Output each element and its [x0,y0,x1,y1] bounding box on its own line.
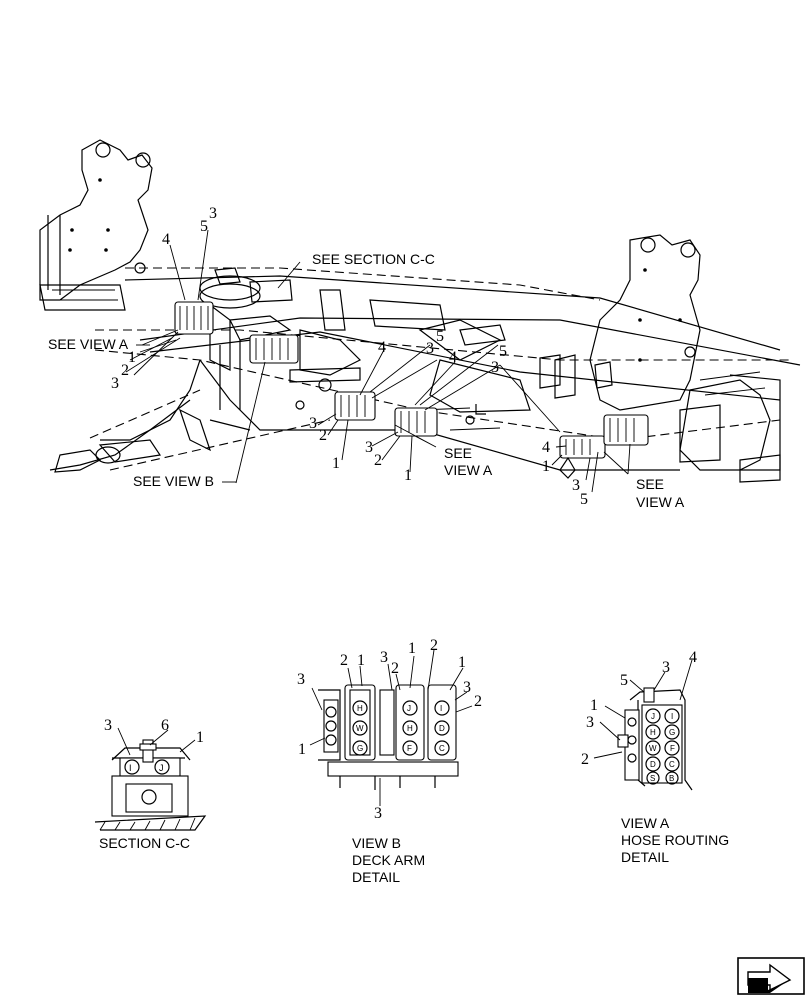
clip-letter: I [440,704,442,713]
clip-letter: G [669,728,675,737]
callout-number: 2 [319,427,327,444]
callout-number: 3 [309,415,317,432]
callout-number: 3 [463,679,471,696]
see-section-cc-label: SEE SECTION C-C [312,251,435,267]
callout-number: 3 [662,659,670,676]
callout-number: 2 [121,362,129,379]
callout-number: 1 [332,455,340,472]
callout-number: 1 [458,654,466,671]
callout-number: 1 [128,349,136,366]
clip-letter: S [650,774,655,783]
view-b-title-line3: DETAIL [352,869,400,885]
clip-letter: I [671,712,673,721]
main-assembly-view: SEE SECTION C-C SEE VIEW A SEE VIEW B SE… [39,139,801,510]
view-b-title-line1: VIEW B [352,835,401,851]
hose-clamp-cluster-mid-b [394,407,438,437]
hose-clamp-cluster-deck-arm [249,334,299,364]
callout-number: 2 [474,693,482,710]
callout-number: 2 [430,637,438,654]
callout-number: 3 [209,205,217,222]
callout-number: 5 [580,491,588,508]
view-a-title-line1: VIEW A [621,815,670,831]
callout-number: 1 [542,458,550,475]
callout-number: 3 [572,477,580,494]
clip-letter: W [649,744,657,753]
callout-number: 1 [196,729,204,746]
callout-number: 1 [408,640,416,657]
clip-letter: J [159,763,164,773]
section-cc-detail: I J 3 6 1 SECTION C-C [94,717,207,851]
clip-letter: H [650,728,656,737]
callout-number: 2 [374,452,382,469]
clip-letter: H [357,704,363,713]
callout-number: 5 [200,218,208,235]
right-mounting-bracket [589,234,781,483]
hose-clamp-cluster-right-a [559,435,606,479]
see-view-a-label-right-line1: SEE [636,476,664,492]
callout-number: 1 [298,741,306,758]
clip-letter: I [129,763,132,773]
see-view-a-label-right-line2: VIEW A [636,494,685,510]
hose-routing-lines [89,267,790,471]
view-b-title-line2: DECK ARM [352,852,425,868]
callout-number: 4 [689,649,697,666]
next-page-arrow-icon[interactable] [737,957,805,995]
see-view-b-label: SEE VIEW B [133,473,214,489]
callout-number: 4 [378,339,386,356]
clip-letter: F [670,744,675,753]
callout-number: 3 [297,671,305,688]
clip-letter: G [357,744,363,753]
see-view-a-label-left: SEE VIEW A [48,336,129,352]
clip-letter: H [407,724,413,733]
callout-number: 3 [374,805,382,822]
callout-number: 2 [340,652,348,669]
clip-letter: C [669,760,675,769]
callout-number: 5 [620,672,628,689]
view-b-detail: H W G J H F I D C 3 2 1 3 2 1 2 1 3 2 1 … [297,637,482,885]
view-a-title-line3: DETAIL [621,849,669,865]
clip-letter: J [407,704,411,713]
callout-number: 4 [162,231,170,248]
clip-letter: W [356,724,364,733]
callout-number: 4 [542,439,550,456]
callout-number: 3 [365,439,373,456]
clip-letter: D [439,724,445,733]
clip-letter: J [651,712,655,721]
clip-letter: B [669,774,674,783]
hose-clamp-cluster-right-b [603,414,649,446]
callout-number: 6 [161,717,169,734]
clip-letter: D [650,760,656,769]
section-cc-title: SECTION C-C [99,835,190,851]
hose-clamp-cluster-mid-a [334,391,376,421]
callout-number: 2 [391,660,399,677]
left-mounting-bracket [39,139,153,311]
callout-number: 5 [436,328,444,345]
clip-letter: C [439,744,445,753]
callout-number: 3 [426,340,434,357]
see-view-a-label-mid-line2: VIEW A [444,462,493,478]
callout-number: 3 [111,375,119,392]
callout-number: 5 [499,343,507,360]
callout-number: 2 [581,751,589,768]
view-a-detail: J I H G W F D C S B 5 3 4 1 3 2 VIEW A H… [581,649,729,865]
clip-letter: F [407,744,412,753]
see-view-a-label-mid-line1: SEE [444,445,472,461]
hose-clamp-cluster-upper-left [174,301,214,335]
view-a-title-line2: HOSE ROUTING [621,832,729,848]
callout-number: 1 [590,697,598,714]
callout-number: 1 [357,652,365,669]
callout-number: 1 [404,467,412,484]
leader-lines [125,229,631,493]
callout-number: 3 [104,717,112,734]
callout-number: 4 [449,349,457,366]
callout-number: 3 [380,649,388,666]
callout-number: 3 [586,714,594,731]
callout-number: 3 [491,359,499,376]
